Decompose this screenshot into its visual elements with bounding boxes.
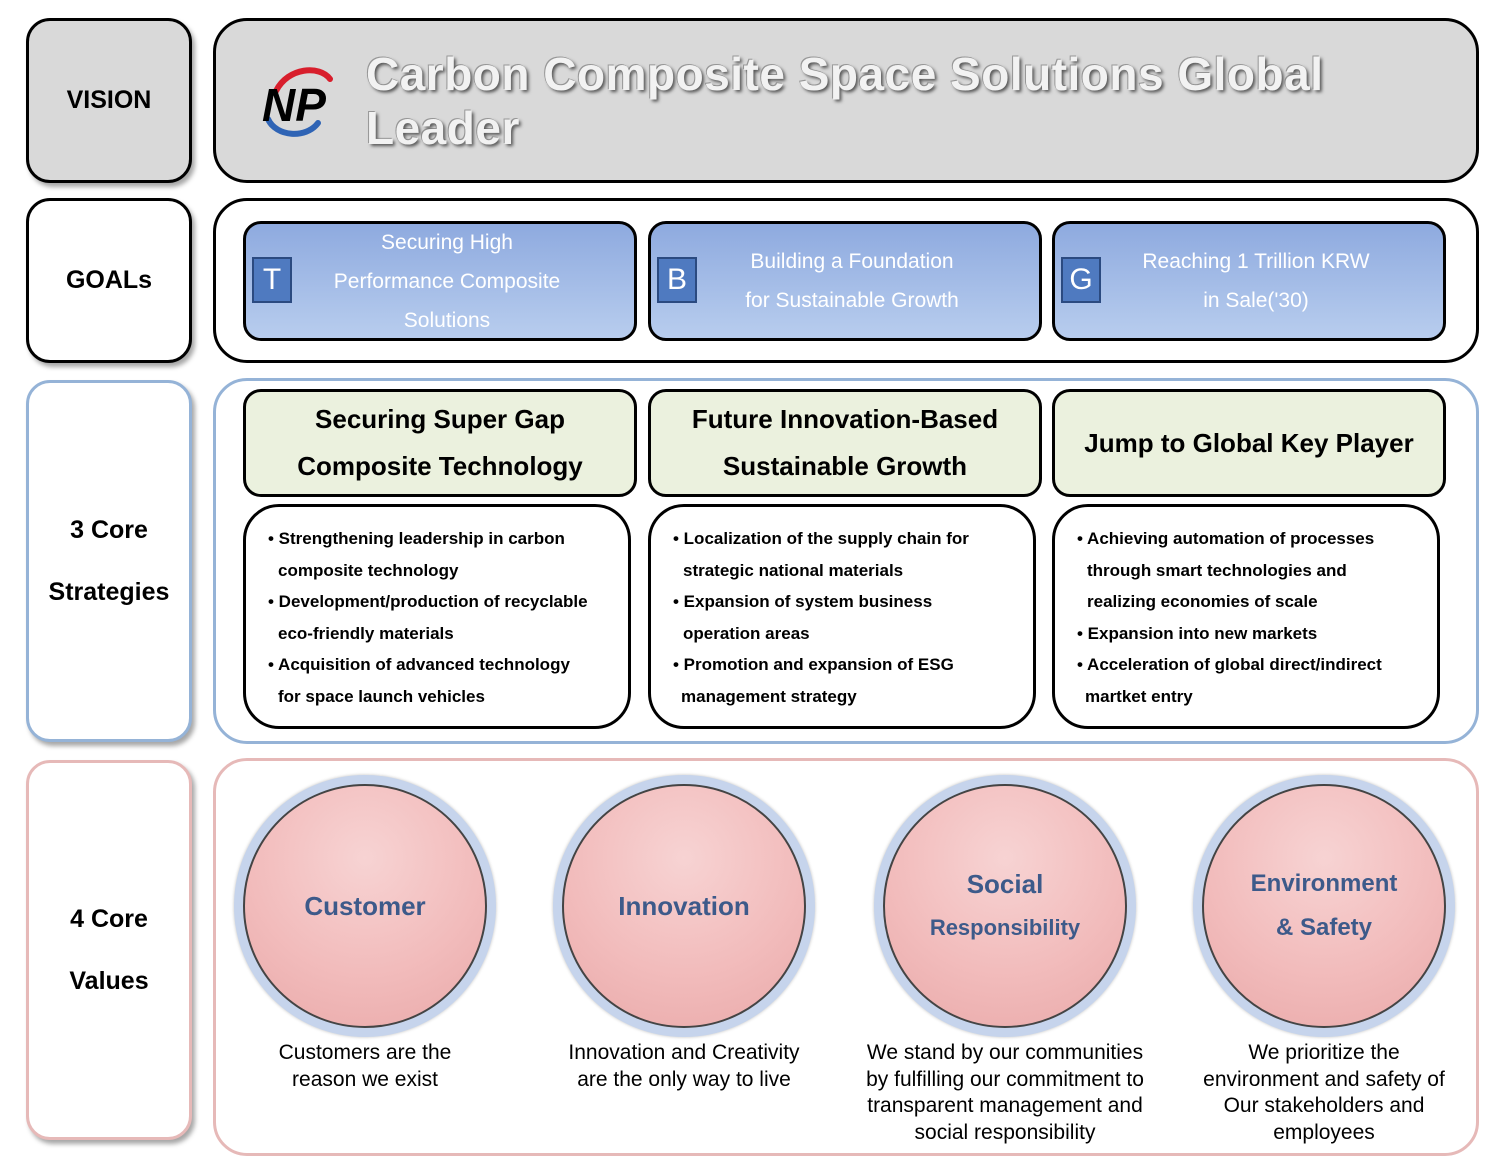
strategy-title-line: Sustainable Growth — [722, 451, 968, 481]
strategy-title-3: Jump to Global Key Player — [1052, 389, 1446, 497]
strategy-bullet: • Strengthening leadership in carbon — [268, 529, 565, 548]
value-circle-customer: Customer — [234, 775, 496, 1037]
values-panel: Customer Customers are the reason we exi… — [213, 758, 1479, 1156]
strategy-title-2: Future Innovation-Based Sustainable Grow… — [648, 389, 1042, 497]
value-desc-line: environment and safety of — [1203, 1067, 1445, 1091]
strategy-title-line: Composite Technology — [297, 451, 583, 481]
strategy-detail-2: • Localization of the supply chain for s… — [648, 504, 1036, 729]
goal-text: Reaching 1 Trillion KRW in Sale('30) — [1055, 242, 1443, 320]
value-description-environment-safety: We prioritize the environment and safety… — [1159, 1040, 1489, 1146]
strategy-detail-1: • Strengthening leadership in carbon com… — [243, 504, 631, 729]
goals-label-text: GOALs — [65, 266, 153, 294]
value-desc-line: We prioritize the — [1248, 1041, 1400, 1064]
value-description-social-responsibility: We stand by our communities by fulfillin… — [840, 1040, 1170, 1146]
strategy-bullet: • Promotion and expansion of ESG — [673, 655, 954, 675]
goal-card-t: T Securing High Performance Composite So… — [243, 221, 637, 341]
np-logo: NP — [258, 61, 348, 141]
goal-line: Performance Composite — [333, 269, 561, 293]
value-circle-inner: Innovation — [562, 784, 806, 1028]
value-circle-social-responsibility: Social Responsibility — [874, 775, 1136, 1037]
strategy-bullet: martket entry — [1085, 686, 1193, 706]
value-desc-line: Customers are the — [278, 1041, 452, 1064]
value-desc-line: Our stakeholders and — [1223, 1094, 1425, 1117]
goal-text: Securing High Performance Composite Solu… — [246, 223, 634, 340]
strategy-bullet: eco-friendly materials — [278, 623, 454, 643]
goals-label: GOALs — [26, 198, 192, 363]
value-desc-line: transparent management and — [867, 1094, 1143, 1117]
strategy-bullet: operation areas — [683, 623, 810, 643]
value-name: Environment — [1250, 870, 1398, 897]
goal-text: Building a Foundation for Sustainable Gr… — [651, 242, 1039, 320]
goals-panel: T Securing High Performance Composite So… — [213, 198, 1479, 363]
strategy-bullet: management strategy — [681, 686, 857, 706]
vision-panel: NP Carbon Composite Space Solutions Glob… — [213, 18, 1479, 183]
value-desc-line: are the only way to live — [577, 1067, 791, 1091]
value-circle-inner: Environment & Safety — [1202, 784, 1446, 1028]
strategies-label-line: Strategies — [48, 578, 170, 606]
strategy-bullet: realizing economies of scale — [1087, 592, 1318, 612]
goal-line: Securing High — [381, 230, 513, 254]
value-description-innovation: Innovation and Creativity are the only w… — [519, 1040, 849, 1093]
value-desc-line: social responsibility — [914, 1120, 1096, 1144]
vision-label: VISION — [26, 18, 192, 183]
strategy-bullet: • Achieving automation of processes — [1077, 529, 1375, 548]
value-desc-line: Innovation and Creativity — [568, 1041, 800, 1064]
strategy-detail-3: • Achieving automation of processes thro… — [1052, 504, 1440, 729]
goal-letter-badge: B — [657, 257, 697, 303]
value-name: & Safety — [1275, 914, 1373, 941]
strategy-bullet: • Expansion of system business — [673, 592, 933, 612]
goal-line: for Sustainable Growth — [745, 289, 959, 312]
goal-letter-badge: G — [1061, 257, 1101, 303]
vision-label-text: VISION — [66, 86, 152, 114]
strategy-title-line: Jump to Global Key Player — [1084, 427, 1414, 458]
goal-card-g: G Reaching 1 Trillion KRW in Sale('30) — [1052, 221, 1446, 341]
strategy-bullet: strategic national materials — [683, 560, 904, 580]
value-name: Customer — [304, 890, 426, 921]
strategy-title-line: Securing Super Gap — [315, 404, 565, 434]
value-circle-environment-safety: Environment & Safety — [1193, 775, 1455, 1037]
strategy-title-1: Securing Super Gap Composite Technology — [243, 389, 637, 497]
value-name: Social — [966, 869, 1044, 899]
values-label-line: 4 Core — [70, 905, 148, 933]
strategy-bullet: through smart technologies and — [1087, 560, 1347, 580]
goal-line: Solutions — [403, 308, 491, 332]
strategy-bullet: for space launch vehicles — [278, 686, 485, 706]
strategies-panel: Securing Super Gap Composite Technology … — [213, 378, 1479, 744]
value-circle-inner: Customer — [243, 784, 487, 1028]
value-desc-line: employees — [1273, 1120, 1375, 1144]
value-name: Responsibility — [929, 915, 1081, 940]
value-description-customer: Customers are the reason we exist — [200, 1040, 530, 1093]
strategy-bullet: • Expansion into new markets — [1077, 623, 1318, 643]
value-circle-innovation: Innovation — [553, 775, 815, 1037]
values-label: 4 Core Values — [26, 760, 192, 1140]
goal-card-b: B Building a Foundation for Sustainable … — [648, 221, 1042, 341]
values-label-line: Values — [69, 967, 149, 995]
goal-line: Reaching 1 Trillion KRW — [1142, 250, 1370, 273]
value-desc-line: by fulfilling our commitment to — [866, 1067, 1144, 1091]
vision-statement: Carbon Composite Space Solutions Global … — [366, 47, 1324, 154]
goal-line: in Sale('30) — [1203, 289, 1309, 312]
strategy-title-line: Future Innovation-Based — [691, 404, 999, 434]
goal-line: Building a Foundation — [750, 250, 954, 273]
strategies-label: 3 Core Strategies — [26, 380, 192, 742]
value-desc-line: reason we exist — [292, 1067, 438, 1091]
strategies-label-line: 3 Core — [70, 516, 148, 544]
strategy-bullet: composite technology — [278, 560, 459, 580]
value-desc-line: We stand by our communities — [866, 1041, 1144, 1064]
strategy-bullet: • Acceleration of global direct/indirect — [1077, 655, 1382, 675]
strategy-bullet: • Acquisition of advanced technology — [268, 655, 570, 675]
value-name: Innovation — [618, 890, 750, 921]
goal-letter-badge: T — [252, 257, 292, 303]
logo-text: NP — [262, 79, 326, 131]
strategy-bullet: • Localization of the supply chain for — [673, 529, 969, 548]
value-circle-inner: Social Responsibility — [883, 784, 1127, 1028]
strategy-bullet: • Development/production of recyclable — [268, 592, 588, 612]
